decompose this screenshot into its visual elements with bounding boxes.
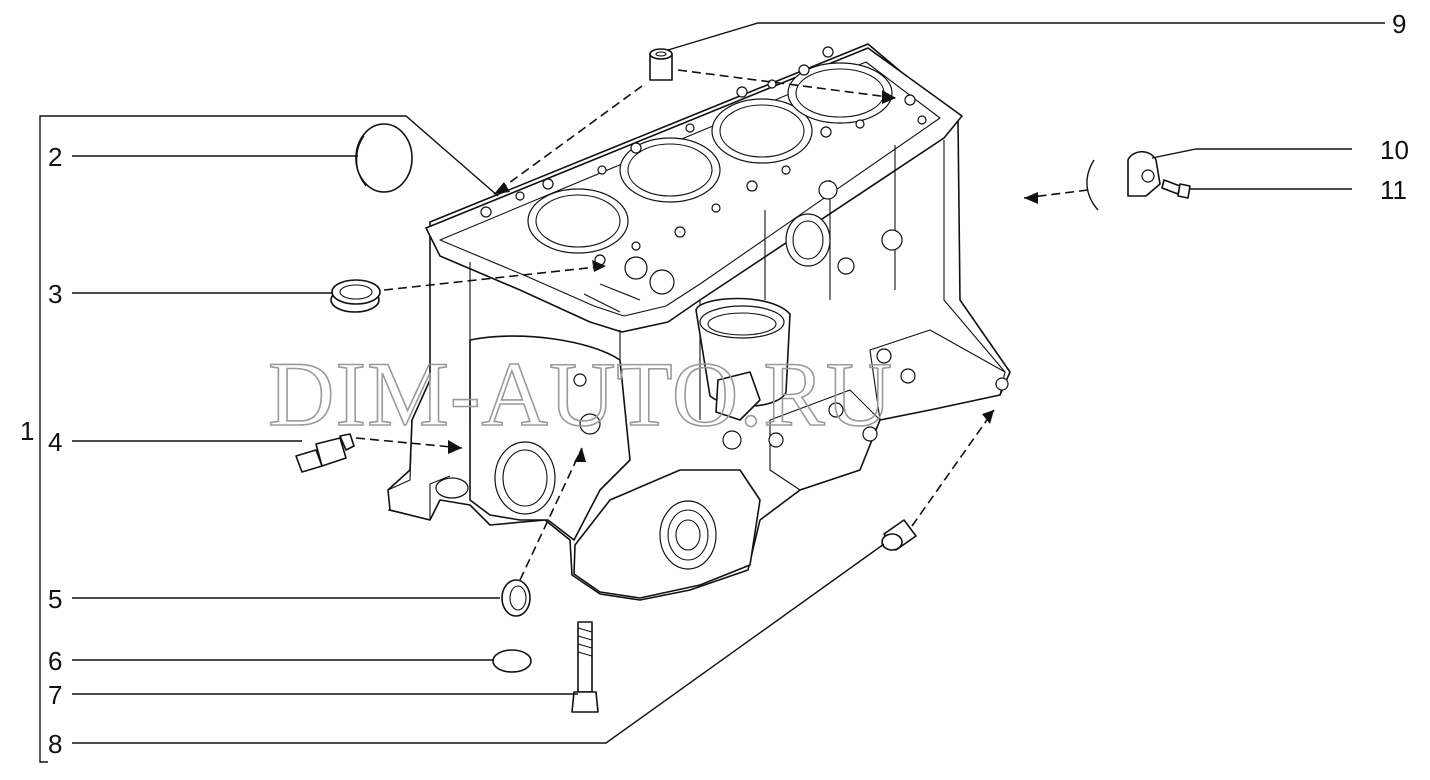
callout-labels: 1 2 3 4 5 6 7 8 9 10 11: [20, 9, 1409, 759]
callout-1: 1: [20, 416, 34, 446]
callout-5: 5: [48, 584, 62, 614]
part-6-plug: [492, 649, 532, 673]
assembly-paths: [355, 69, 1099, 581]
callout-11: 11: [1380, 175, 1407, 205]
callout-9: 9: [1392, 9, 1406, 39]
part-3-seal-ring: [330, 279, 381, 313]
callout-6: 6: [48, 646, 62, 676]
part-2-core-plug: [355, 123, 413, 193]
watermark-text: DIM-AUTO.RU: [268, 343, 893, 445]
part-7-bolt: [571, 621, 599, 713]
part-11-bolt: [1161, 179, 1191, 199]
part-8-dowel: [881, 519, 917, 551]
part-5-seal-ring: [501, 579, 531, 617]
part-10-knock-sensor: [1127, 150, 1161, 197]
callout-2: 2: [48, 142, 62, 172]
callout-10: 10: [1380, 135, 1409, 165]
callout-4: 4: [48, 427, 62, 457]
leader-lines: [39, 22, 1385, 763]
callout-8: 8: [48, 729, 62, 759]
arrow-heads: [448, 90, 1038, 462]
cylinder-block: [387, 43, 1011, 601]
part-9-dowel: [649, 48, 673, 81]
part-4-sensor: [295, 433, 355, 473]
callout-3: 3: [48, 279, 62, 309]
callout-7: 7: [48, 680, 62, 710]
